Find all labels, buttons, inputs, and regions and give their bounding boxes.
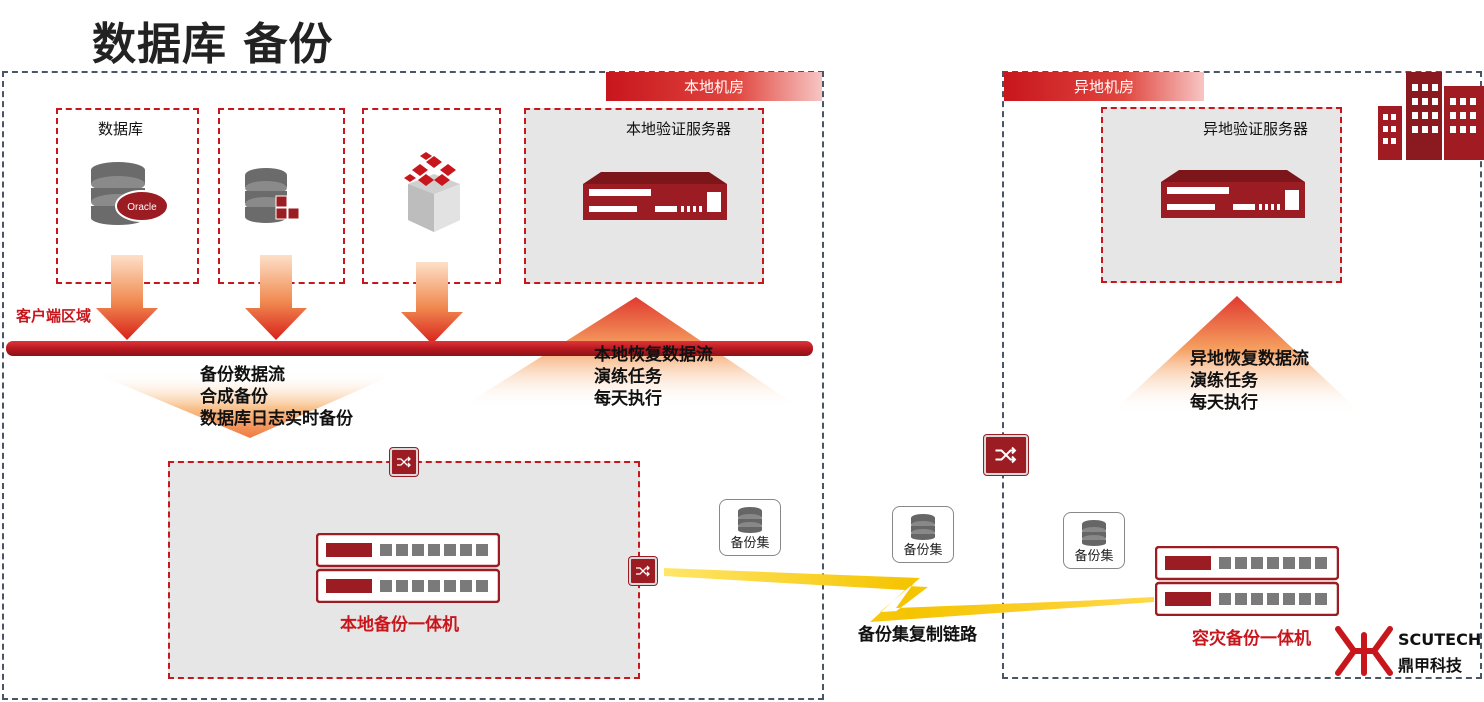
- backup-set-label: 备份集: [903, 543, 943, 558]
- svg-text:Oracle: Oracle: [127, 202, 157, 213]
- local-room-tag: 本地机房: [606, 72, 822, 101]
- oracle-database-icon: Oracle: [91, 162, 169, 225]
- remote-verify-server-label: 异地验证服务器: [1203, 120, 1309, 138]
- backup-set-label: 备份集: [730, 536, 770, 551]
- local-appliance-icon: [316, 533, 500, 603]
- local-verify-server-label: 本地验证服务器: [626, 120, 732, 138]
- backup-set-link: 备份集: [892, 506, 954, 563]
- database-icon: [911, 514, 935, 540]
- remote-restore-line-1: 异地恢复数据流: [1190, 349, 1309, 369]
- local-room-region: [2, 71, 824, 700]
- remote-restore-flow-text: 异地恢复数据流 演练任务 每天执行: [1190, 348, 1309, 414]
- switch-icon-local: [629, 557, 657, 585]
- sql-database-icon: [245, 168, 300, 223]
- local-restore-line-2: 演练任务: [594, 367, 662, 387]
- scutech-logo-icon: [1335, 626, 1393, 676]
- replication-link-label: 备份集复制链路: [858, 625, 977, 645]
- local-restore-flow-text: 本地恢复数据流 演练任务 每天执行: [594, 344, 713, 410]
- backup-flow-line-1: 备份数据流: [200, 365, 285, 385]
- dr-appliance-label: 容灾备份一体机: [1192, 629, 1311, 649]
- remote-room-tag: 异地机房: [1004, 72, 1204, 101]
- database-label: 数据库: [98, 120, 144, 138]
- database-icon: [738, 507, 762, 533]
- backup-set-local: 备份集: [719, 499, 781, 556]
- dr-appliance-icon: [1155, 546, 1339, 616]
- remote-restore-line-2: 演练任务: [1190, 371, 1258, 391]
- local-server-icon: [583, 172, 727, 220]
- remote-restore-line-3: 每天执行: [1190, 393, 1258, 413]
- backup-flow-text: 备份数据流 合成备份 数据库日志实时备份: [200, 364, 353, 430]
- backup-set-remote: 备份集: [1063, 512, 1125, 569]
- logo-text-en: SCUTECH: [1398, 630, 1482, 649]
- backup-flow-line-2: 合成备份: [200, 387, 268, 407]
- remote-room-region: [1002, 71, 1482, 679]
- database-icon: [1082, 520, 1106, 546]
- backup-flow-line-3: 数据库日志实时备份: [200, 409, 353, 429]
- local-appliance-label: 本地备份一体机: [340, 615, 459, 635]
- local-restore-line-3: 每天执行: [594, 389, 662, 409]
- building-icon: [1378, 72, 1484, 160]
- remote-server-icon: [1161, 170, 1305, 218]
- logo-text-cn: 鼎甲科技: [1398, 656, 1463, 675]
- backup-set-label: 备份集: [1074, 549, 1114, 564]
- switch-icon-top: [390, 448, 418, 476]
- client-zone-label: 客户端区域: [16, 307, 92, 325]
- switch-icon-remote: [984, 435, 1028, 475]
- vmware-cube-icon: [404, 152, 460, 232]
- page-title: 数据库 备份: [92, 19, 334, 70]
- local-restore-line-1: 本地恢复数据流: [594, 345, 713, 365]
